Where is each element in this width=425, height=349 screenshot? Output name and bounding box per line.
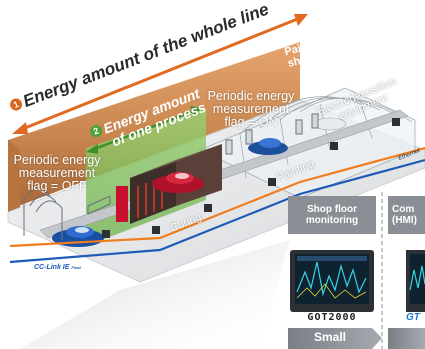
- cclink-label: CC-Link IE Field: [34, 264, 81, 271]
- size-label-small: Small: [313, 330, 346, 344]
- whole-line-arrow: [12, 14, 308, 134]
- panel-shop-header: Shop floor monitoring: [288, 196, 376, 234]
- got2000-product-label: GOT2000: [307, 312, 357, 323]
- robots: [225, 113, 319, 155]
- flag-on-line2: measurement: [212, 102, 290, 117]
- side-wall: [8, 140, 20, 220]
- flag-on-line1: Periodic energy: [207, 89, 295, 103]
- gt-product-label: GT: [406, 312, 420, 323]
- cclink-field-text: Field: [71, 265, 81, 270]
- flag-off-line3: flag = OFF: [27, 179, 87, 194]
- cclink-text: CC-Link IE: [34, 264, 70, 271]
- one-process-badge: 2: [88, 123, 104, 140]
- size-arrow: [288, 328, 382, 349]
- floor-shadow: [20, 240, 290, 349]
- flag-off-line2: measurement: [18, 166, 96, 181]
- panel-shop-header-line1: Shop floor: [307, 203, 357, 215]
- one-process-arrow: [86, 106, 202, 154]
- size-arrow-right: [388, 328, 425, 349]
- panel-shop-header-line2: monitoring: [305, 215, 359, 226]
- network-blue-line: [9, 158, 425, 264]
- panel-right-header-line1: Com: [392, 203, 415, 215]
- controllers: [102, 118, 400, 238]
- flag-on-line3: flag = ON: [224, 115, 278, 130]
- flag-on-label: Periodic energy measurement flag = ON: [204, 89, 298, 130]
- curing-oven: [116, 144, 222, 224]
- flag-off-label: Periodic energy measurement flag = OFF: [6, 153, 108, 194]
- car-blue-right: [248, 138, 288, 155]
- panel-right-header-bg: [388, 196, 425, 234]
- gt-monitor-partial: [406, 250, 425, 312]
- got2000-monitor: [290, 250, 374, 312]
- network-orange-line: [9, 146, 425, 248]
- entry-gantry: [23, 188, 111, 240]
- flag-off-line1: Periodic energy: [13, 153, 101, 167]
- panel-right-header: Com (HMI): [388, 196, 425, 234]
- panel-shop-header-bg: [288, 196, 376, 234]
- panel-right-header-line2: (HMI): [392, 215, 417, 226]
- car-red: [152, 172, 204, 193]
